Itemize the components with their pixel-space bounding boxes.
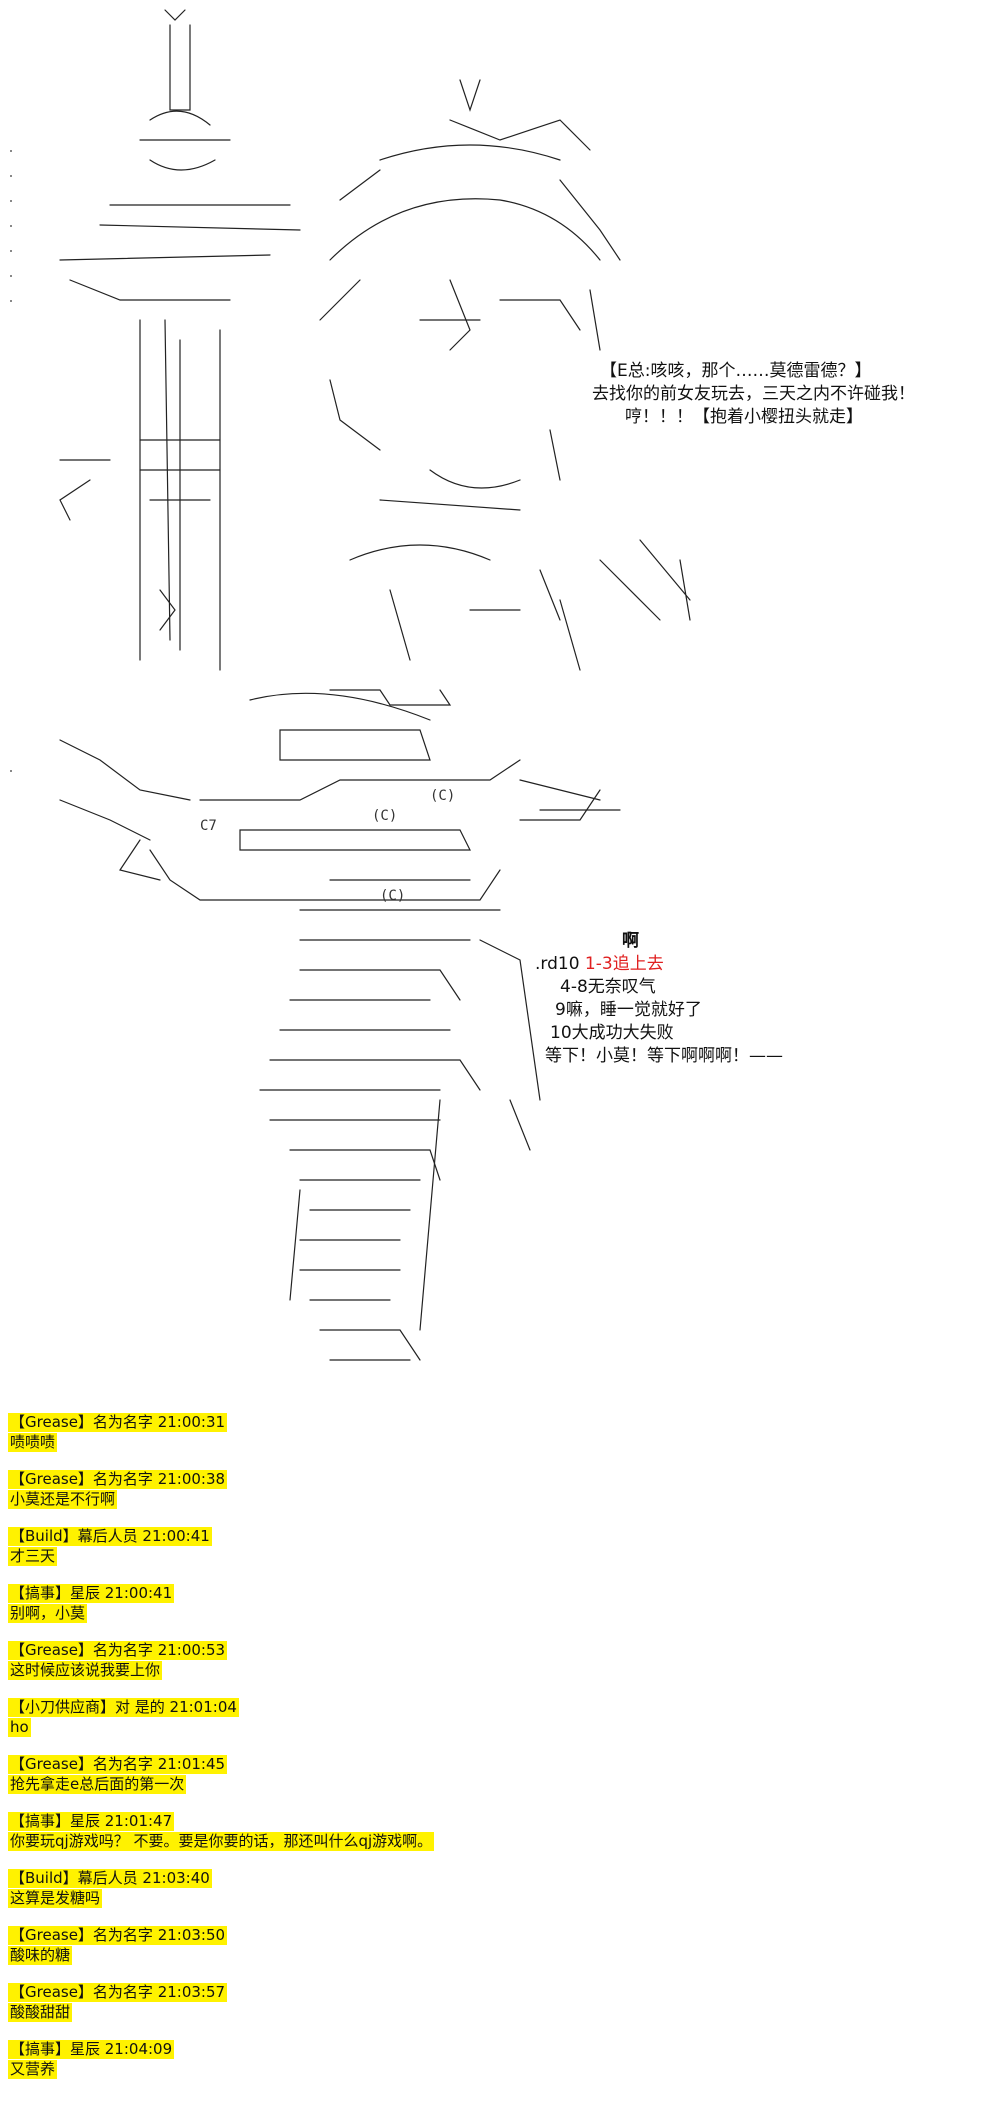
ascii-glyph-c2: (C) — [430, 788, 455, 804]
dice-roll-highlight: 1-3追上去 — [584, 954, 664, 974]
margin-dot — [10, 150, 12, 152]
chat-message: 【搞事】星辰 21:04:09 又营养 — [8, 2039, 978, 2096]
chat-meta: 【Grease】名为名字 21:00:31 — [8, 1413, 228, 1432]
chat-meta: 【小刀供应商】对 是的 21:01:04 — [8, 1698, 239, 1717]
chat-text: 别啊，小莫 — [8, 1604, 88, 1623]
chat-meta: 【Build】幕后人员 21:00:41 — [8, 1527, 212, 1546]
dice-exclaim: 啊 — [622, 931, 639, 951]
dialogue-line-3: 哼！！！【抱着小樱扭头就走】 — [625, 407, 863, 427]
chat-message: 【搞事】星辰 21:01:47 你要玩qj游戏吗？ 不要。要是你要的话，那还叫什… — [8, 1811, 978, 1868]
chat-meta: 【Build】幕后人员 21:03:40 — [8, 1869, 212, 1888]
chat-text: 又营养 — [8, 2060, 58, 2079]
chat-text: 酸酸甜甜 — [8, 2003, 73, 2022]
ascii-glyph-c7: C7 — [200, 818, 217, 834]
chat-meta: 【Grease】名为名字 21:01:45 — [8, 1755, 228, 1774]
chat-text: 抢先拿走e总后面的第一次 — [8, 1775, 187, 1794]
chat-meta: 【搞事】星辰 21:00:41 — [8, 1584, 175, 1603]
chat-message: 【Grease】名为名字 21:01:45 抢先拿走e总后面的第一次 — [8, 1754, 978, 1811]
margin-dot — [10, 300, 12, 302]
margin-dot — [10, 770, 12, 772]
dice-option-5: 等下！小莫！等下啊啊啊！—— — [545, 1046, 783, 1066]
chat-text: 小莫还是不行啊 — [8, 1490, 118, 1509]
chat-meta: 【搞事】星辰 21:01:47 — [8, 1812, 175, 1831]
chat-log: 【Grease】名为名字 21:00:31 啧啧啧 【Grease】名为名字 2… — [8, 1412, 978, 2096]
margin-dot — [10, 275, 12, 277]
chat-message: 【Grease】名为名字 21:00:31 啧啧啧 — [8, 1412, 978, 1469]
chat-message: 【Grease】名为名字 21:03:57 酸酸甜甜 — [8, 1982, 978, 2039]
chat-meta: 【Grease】名为名字 21:03:57 — [8, 1983, 228, 2002]
dialogue-line-2: 去找你的前女友玩去，三天之内不许碰我！ — [592, 384, 915, 404]
dice-roll-prefix: .rd10 — [535, 954, 585, 974]
chat-message: 【Build】幕后人员 21:00:41 才三天 — [8, 1526, 978, 1583]
chat-message: 【Grease】名为名字 21:03:50 酸味的糖 — [8, 1925, 978, 1982]
chat-meta: 【搞事】星辰 21:04:09 — [8, 2040, 175, 2059]
chat-message: 【Build】幕后人员 21:03:40 这算是发糖吗 — [8, 1868, 978, 1925]
dice-option-2: 4-8无奈叹气 — [560, 977, 656, 997]
ascii-art-drawing: (C) (C) C7 (C) — [59, 9, 691, 1361]
chat-text: 这算是发糖吗 — [8, 1889, 103, 1908]
chat-text: 才三天 — [8, 1547, 58, 1566]
chat-message: 【Grease】名为名字 21:00:53 这时候应该说我要上你 — [8, 1640, 978, 1697]
dialogue-line-1: 【E总:咳咳，那个……莫德雷德？】 — [600, 361, 872, 381]
dice-option-3: 9嘛，睡一觉就好了 — [555, 1000, 702, 1020]
chat-text: 这时候应该说我要上你 — [8, 1661, 163, 1680]
chat-message: 【搞事】星辰 21:00:41 别啊，小莫 — [8, 1583, 978, 1640]
margin-dot — [10, 200, 12, 202]
margin-dot — [10, 250, 12, 252]
ascii-glyph-c1: (C) — [372, 808, 397, 824]
dice-option-4: 10大成功大失败 — [550, 1023, 674, 1043]
chat-text: 你要玩qj游戏吗？ 不要。要是你要的话，那还叫什么qj游戏啊。 — [8, 1832, 435, 1851]
chat-text: ho — [8, 1718, 31, 1737]
chat-message: 【小刀供应商】对 是的 21:01:04 ho — [8, 1697, 978, 1754]
margin-dot — [10, 225, 12, 227]
chat-meta: 【Grease】名为名字 21:00:53 — [8, 1641, 228, 1660]
chat-text: 酸味的糖 — [8, 1946, 73, 1965]
ascii-glyph-c3: (C) — [380, 888, 405, 904]
ascii-art-illustration: (C) (C) C7 (C) 【E总:咳咳，那个……莫德雷德？】 去找你的前女友… — [59, 9, 915, 1361]
chat-text: 啧啧啧 — [8, 1433, 58, 1452]
chat-message: 【Grease】名为名字 21:00:38 小莫还是不行啊 — [8, 1469, 978, 1526]
dice-roll-line: .rd10 1-3追上去 — [535, 953, 664, 975]
margin-dot — [10, 175, 12, 177]
chat-meta: 【Grease】名为名字 21:03:50 — [8, 1926, 228, 1945]
chat-meta: 【Grease】名为名字 21:00:38 — [8, 1470, 228, 1489]
